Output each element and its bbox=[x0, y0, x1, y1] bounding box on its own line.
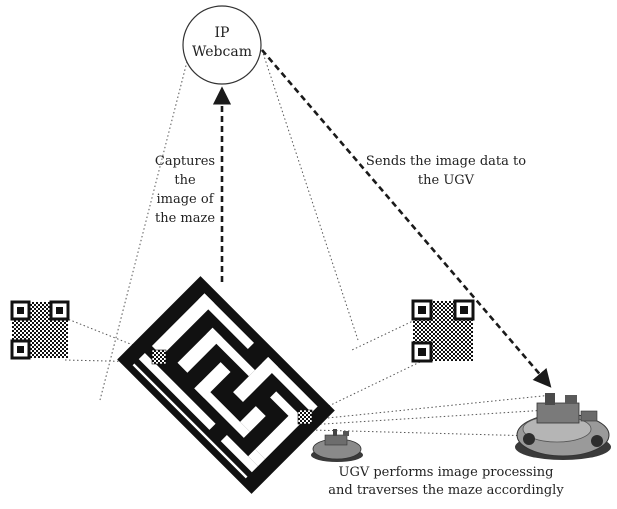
send-arrow bbox=[261, 49, 552, 388]
sends-label: Sends the image data to the UGV bbox=[366, 154, 526, 188]
maze-qr-marker-left bbox=[151, 349, 167, 365]
projection-line-left bbox=[99, 49, 191, 401]
ugv-robot-icon-small bbox=[311, 429, 363, 462]
sends-label-line1: Sends the image data to bbox=[366, 154, 526, 169]
qr-link-line-right-top bbox=[351, 319, 416, 351]
sends-label-line2: the UGV bbox=[418, 173, 475, 188]
maze-icon bbox=[117, 276, 335, 494]
camera-label-line2: Webcam bbox=[192, 44, 252, 60]
ugv-link-line-top bbox=[307, 394, 553, 421]
captures-label-line1: Captures bbox=[155, 154, 215, 169]
ugv-link-line-mid bbox=[307, 409, 549, 426]
ugv-label: UGV performs image processing and traver… bbox=[328, 465, 564, 498]
ugv-link-line-bottom bbox=[311, 429, 537, 437]
captures-label-line4: the maze bbox=[155, 211, 215, 226]
maze-qr-marker-right bbox=[297, 409, 313, 425]
ip-webcam-node: IP Webcam bbox=[182, 5, 262, 85]
captures-label-line2: the bbox=[174, 173, 196, 188]
captures-label: Captures the image of the maze bbox=[155, 154, 215, 226]
qr-link-line-right-bottom bbox=[309, 361, 421, 416]
qr-code-icon-right bbox=[411, 299, 475, 363]
camera-circle bbox=[182, 5, 262, 85]
ugv-label-line2: and traverses the maze accordingly bbox=[328, 483, 564, 498]
qr-link-line-left-top bbox=[64, 317, 159, 356]
projection-line-right bbox=[261, 49, 359, 341]
camera-label-line1: IP bbox=[215, 25, 230, 41]
captures-label-line3: image of bbox=[156, 192, 214, 207]
qr-code-icon-left bbox=[10, 300, 70, 360]
projection-lines bbox=[64, 49, 553, 437]
ugv-label-line1: UGV performs image processing bbox=[339, 465, 554, 480]
ugv-robot-icon-large bbox=[515, 393, 611, 460]
